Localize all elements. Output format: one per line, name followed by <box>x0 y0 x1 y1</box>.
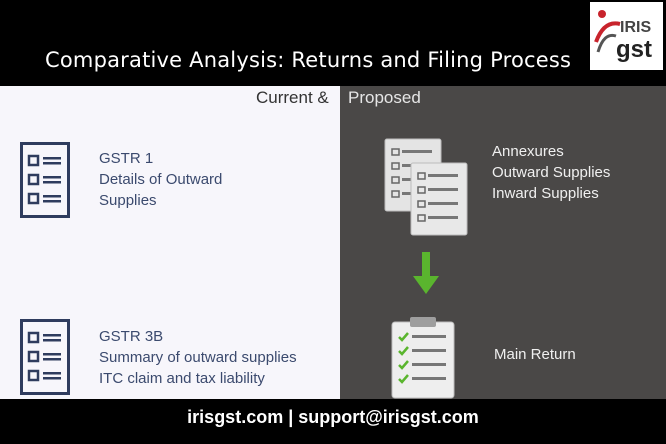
gstr1-line2: Supplies <box>99 192 157 209</box>
logo-text-iris: IRIS <box>620 19 651 36</box>
header-bar <box>0 0 666 86</box>
irisgst-logo-icon: IRIS gst <box>594 10 652 63</box>
annexures-text: Annexures Outward Supplies Inward Suppli… <box>492 141 610 204</box>
current-heading: Current & <box>256 88 329 107</box>
gstr3b-text: GSTR 3B Summary of outward supplies ITC … <box>99 326 297 389</box>
proposed-heading: Proposed <box>348 88 421 107</box>
gstr1-title: GSTR 1 <box>99 150 154 167</box>
gstr3b-line1: Summary of outward supplies <box>99 349 297 366</box>
annexures-label: Annexures <box>492 143 564 160</box>
logo-text-gst: gst <box>616 36 652 63</box>
inward-supplies-label: Inward Supplies <box>492 185 599 202</box>
clipboard-checklist-icon <box>391 317 455 399</box>
document-list-icon <box>20 142 70 218</box>
arrow-down-icon <box>413 252 439 294</box>
gstr1-text: GSTR 1 Details of Outward Supplies <box>99 148 222 211</box>
footer-contact: irisgst.com | support@irisgst.com <box>187 407 479 427</box>
current-panel <box>0 86 340 399</box>
footer-bar <box>0 399 666 444</box>
outward-supplies-label: Outward Supplies <box>492 164 611 181</box>
main-return-label: Main Return <box>494 346 576 363</box>
gstr3b-title: GSTR 3B <box>99 328 164 345</box>
gstr3b-line2: ITC claim and tax liability <box>99 370 265 387</box>
logo: IRIS gst <box>590 2 663 70</box>
document-list-icon <box>20 319 70 395</box>
stacked-documents-icon <box>384 138 468 236</box>
page-title: Comparative Analysis: Returns and Filing… <box>45 48 572 72</box>
gstr1-line1: Details of Outward <box>99 171 223 188</box>
